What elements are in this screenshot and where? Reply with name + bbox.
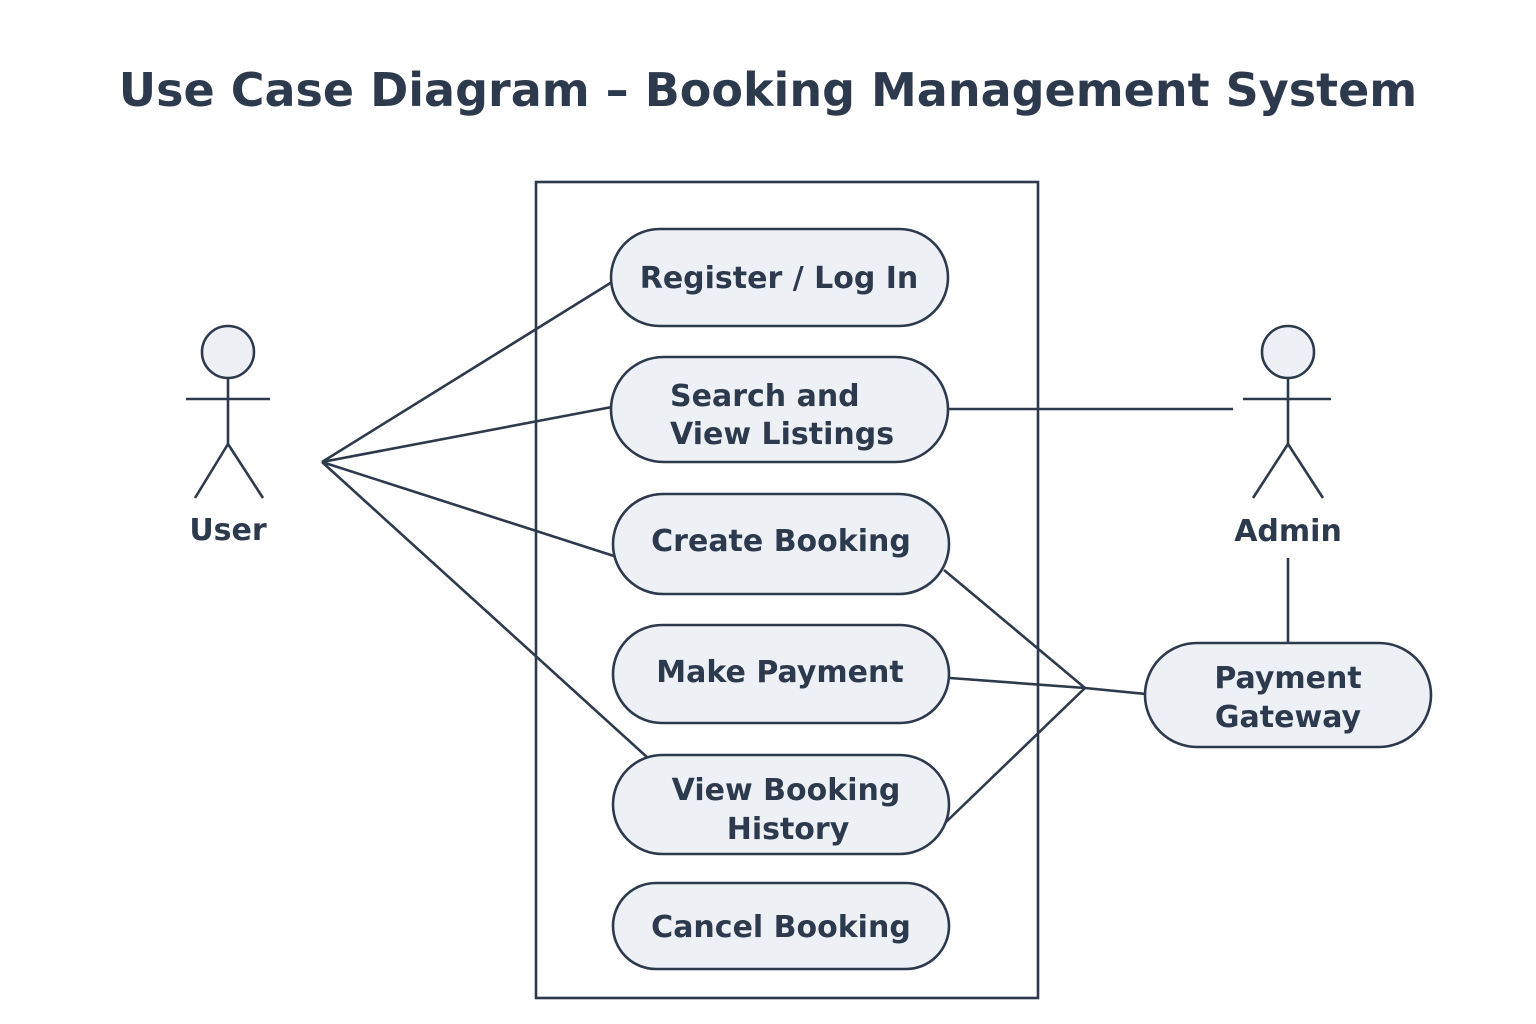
- assoc-user-history: [321, 461, 649, 759]
- use-case-register-shape: [609, 227, 950, 328]
- use-case-cancel-booking-shape: [611, 881, 951, 971]
- use-case-view-booking-history-label-line1: View Booking: [672, 773, 901, 808]
- assoc-user-search: [321, 405, 613, 464]
- assoc-history-junction: [945, 687, 1086, 823]
- use-case-payment-gateway-shape: [1143, 641, 1433, 749]
- use-case-register-label: Register / Log In: [640, 261, 919, 296]
- assoc-payment-junction: [949, 676, 1086, 690]
- assoc-user-register: [321, 280, 613, 464]
- use-case-view-booking-history-shape: [611, 753, 951, 856]
- assoc-create-junction: [943, 569, 1086, 689]
- use-case-create-booking-shape: [611, 492, 951, 596]
- use-case-make-payment: Make Payment: [611, 623, 951, 725]
- use-case-search-label-line1: Search and: [670, 379, 860, 414]
- use-case-search: Search and View Listings: [609, 355, 950, 464]
- use-case-search-shape: [609, 355, 950, 464]
- diagram-title: Use Case Diagram – Booking Management Sy…: [119, 63, 1418, 117]
- use-case-create-booking: Create Booking: [611, 492, 951, 596]
- admin-stick-figure-icon: [1243, 324, 1331, 499]
- use-case-create-booking-label: Create Booking: [651, 524, 911, 559]
- user-stick-figure-icon: [186, 324, 270, 499]
- assoc-user-create: [321, 460, 615, 558]
- actor-user: User: [186, 324, 270, 548]
- use-case-cancel-booking: Cancel Booking: [611, 881, 951, 971]
- use-case-view-booking-history-label-line2: History: [727, 812, 850, 847]
- use-case-payment-gateway: Payment Gateway: [1143, 641, 1433, 749]
- use-case-cancel-booking-label: Cancel Booking: [651, 910, 911, 945]
- actor-user-label: User: [189, 513, 267, 548]
- use-case-register: Register / Log In: [609, 227, 950, 328]
- use-case-make-payment-label: Make Payment: [656, 655, 903, 690]
- actor-admin: Admin: [1234, 324, 1342, 549]
- use-case-view-booking-history: View Booking History: [611, 753, 951, 856]
- associations: [321, 280, 1290, 823]
- use-case-search-label-line2: View Listings: [670, 417, 894, 452]
- assoc-junction-gateway: [1084, 686, 1147, 696]
- use-case-payment-gateway-label-line2: Gateway: [1215, 700, 1362, 735]
- use-case-payment-gateway-label-line1: Payment: [1214, 661, 1361, 696]
- use-case-make-payment-shape: [611, 623, 951, 725]
- system-boundary: [534, 180, 1040, 1000]
- actor-admin-label: Admin: [1234, 514, 1342, 549]
